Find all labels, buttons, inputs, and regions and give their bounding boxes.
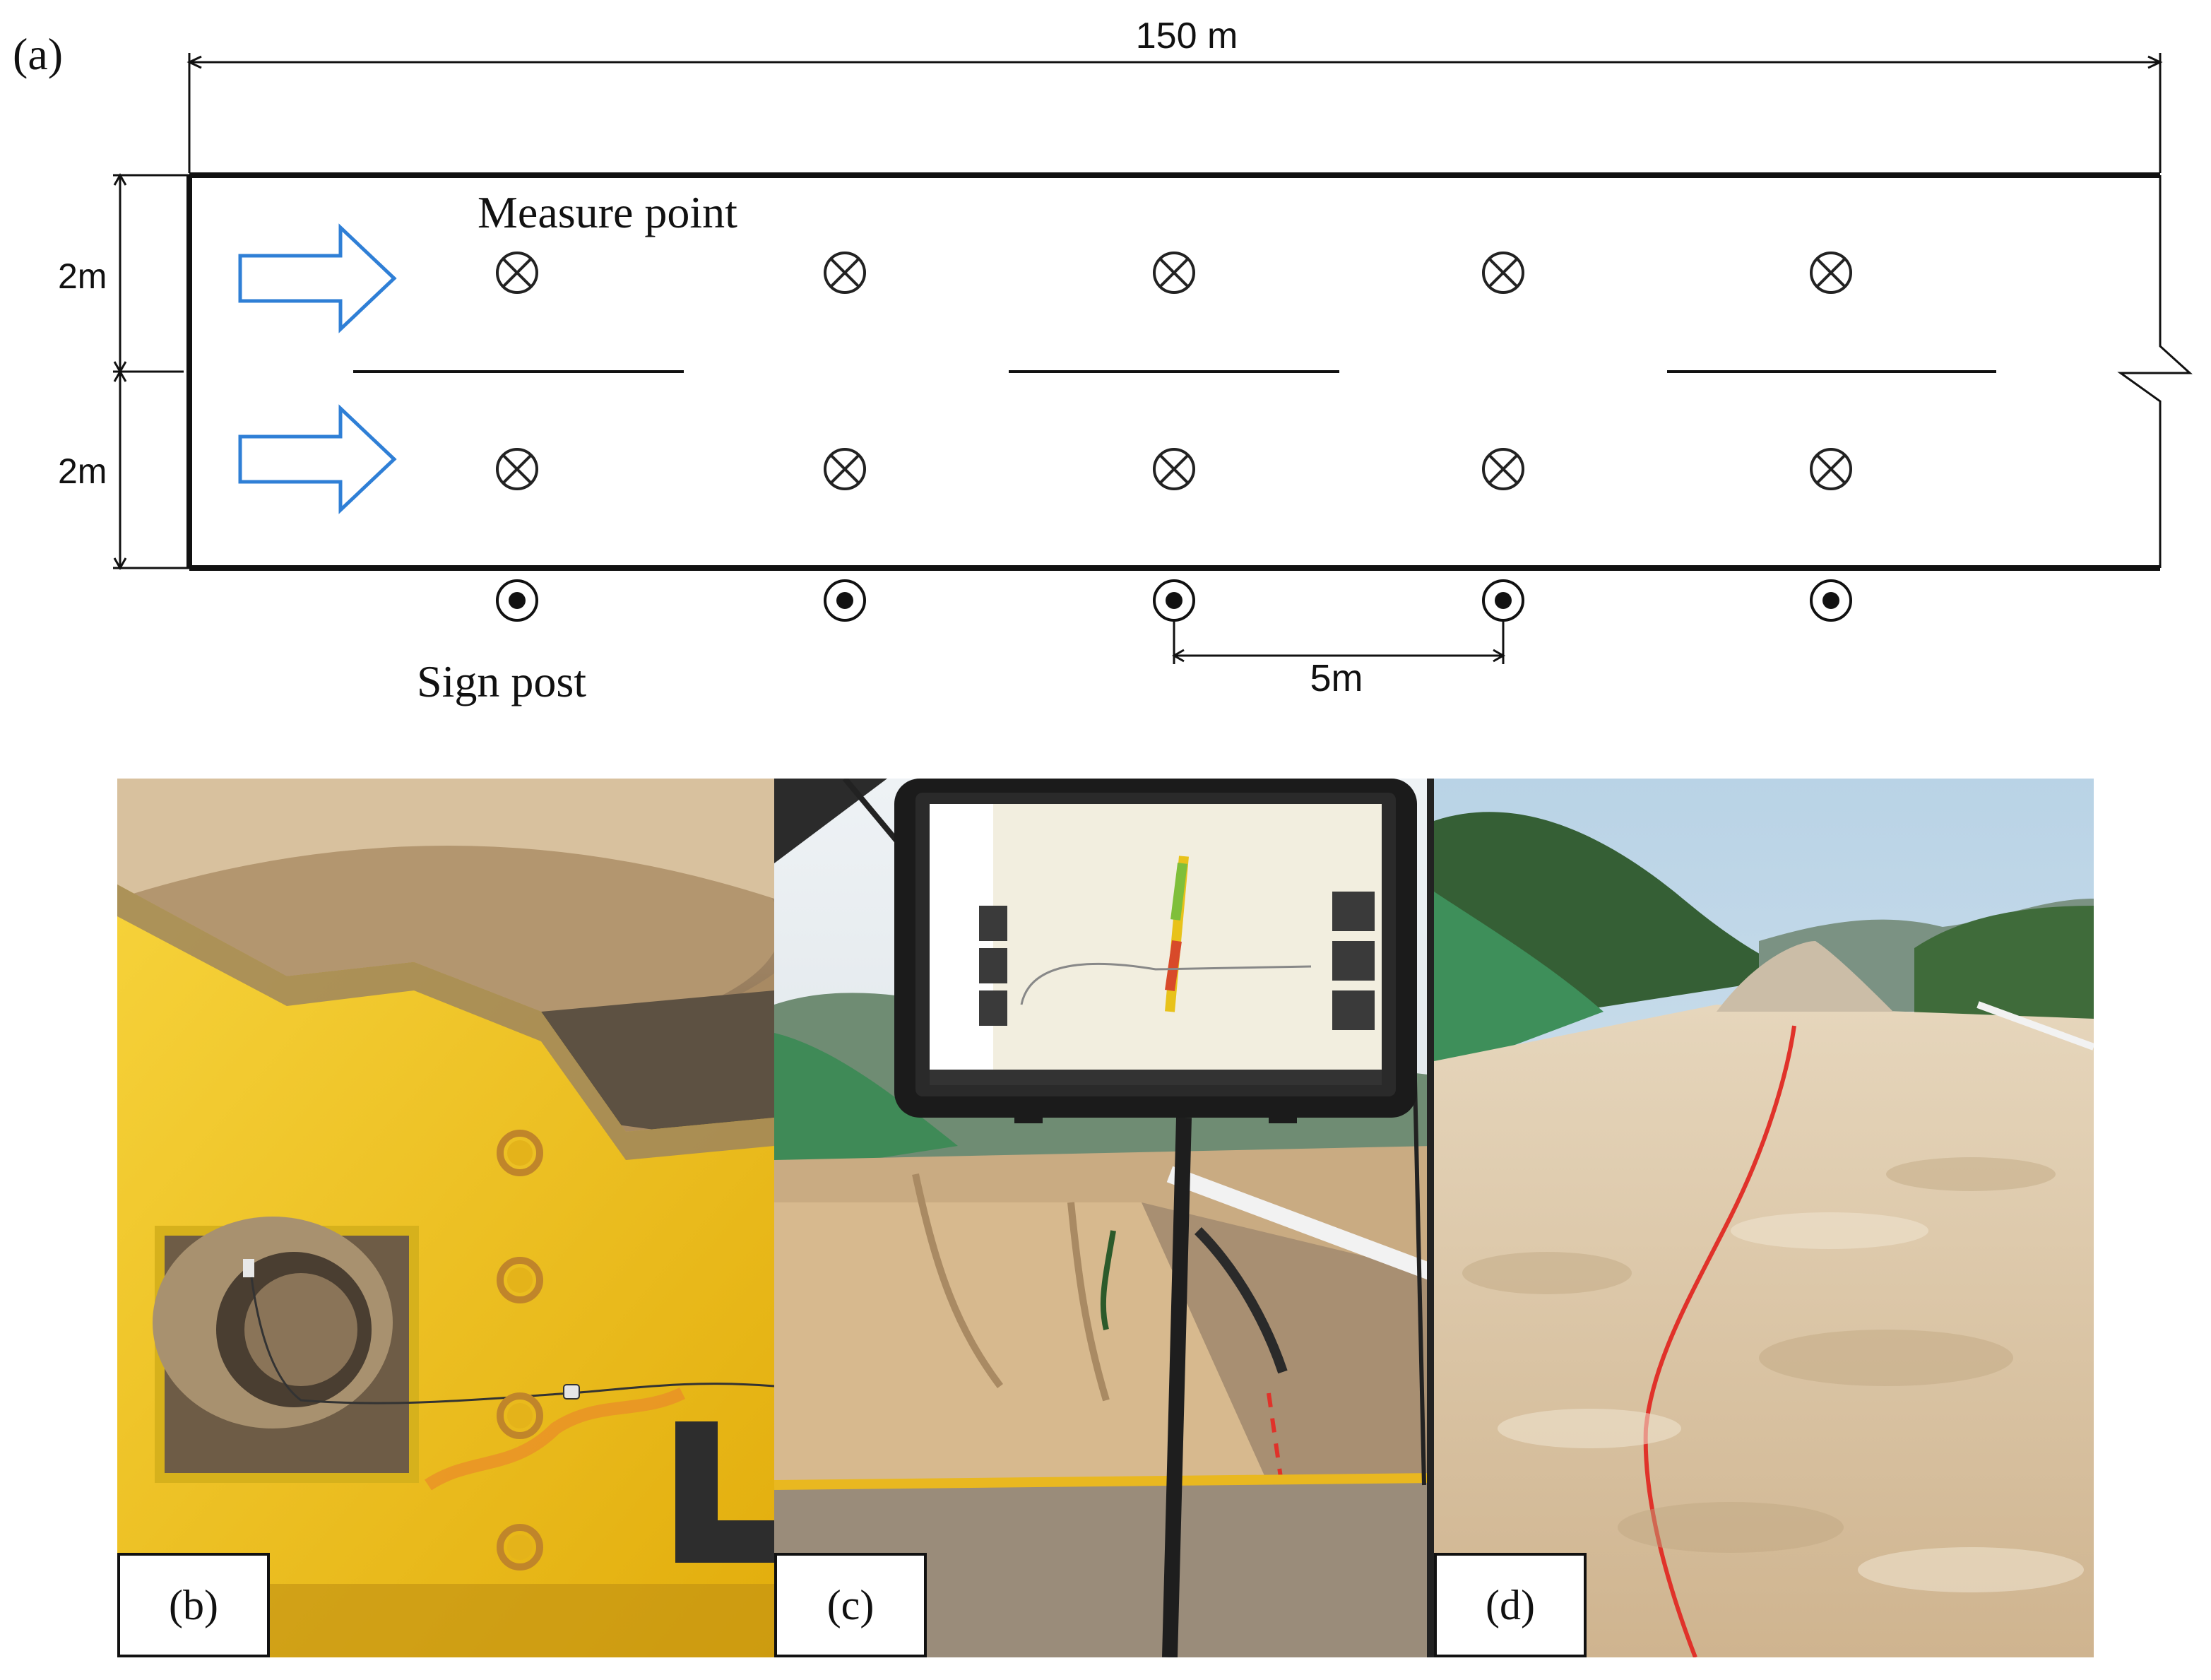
panel-a-label: (a) (13, 29, 63, 79)
lane-width-dimension (113, 172, 189, 571)
panel-c-label: (c) (774, 1553, 927, 1657)
cab-tablet-display-photo-icon (774, 779, 1434, 1657)
measure-point-icon (1482, 448, 1524, 490)
sign-posts (496, 579, 1852, 622)
panel-b-label: (b) (117, 1553, 270, 1657)
measure-point-icon (496, 252, 538, 294)
sign-post-icon (496, 579, 538, 622)
measure-point-icon (1153, 252, 1195, 294)
measure-point-icon (824, 252, 866, 294)
sign-post-icon (1810, 579, 1852, 622)
break-symbol (2117, 175, 2193, 568)
measure-points (496, 252, 1852, 490)
arrow-right-icon (238, 404, 397, 514)
arrow-right-icon (238, 223, 397, 333)
photo-compacted-subgrade: (d) (1434, 779, 2094, 1657)
measure-point-icon (496, 448, 538, 490)
measure-point-icon (1482, 252, 1524, 294)
spacing-dimension-label: 5m (1310, 657, 1363, 699)
measure-point-icon (1810, 252, 1852, 294)
measure-point-icon (824, 448, 866, 490)
panel-d-label: (d) (1434, 1553, 1587, 1657)
sign-post-icon (1482, 579, 1524, 622)
spacing-dimension (1171, 622, 1506, 664)
lane-top-width-label: 2m (58, 256, 107, 296)
photo-cab-tablet: (c) (774, 779, 1434, 1657)
measure-point-icon (1810, 448, 1852, 490)
road-outline (186, 172, 2160, 571)
sign-post-icon (824, 579, 866, 622)
length-dimension (186, 53, 2163, 173)
measure-point-icon (1153, 448, 1195, 490)
sign-post-label: Sign post (417, 656, 586, 706)
length-dimension-label: 150 m (1136, 16, 1238, 57)
measure-point-label: Measure point (478, 187, 737, 237)
photo-roller-drum: (b) (117, 779, 774, 1657)
compacted-subgrade-photo-icon (1434, 779, 2094, 1657)
layout-schematic: (a) 150 m 2m 2m Measure point (13, 16, 2193, 706)
lane-bottom-width-label: 2m (58, 451, 107, 491)
direction-arrows (238, 223, 397, 514)
sign-post-icon (1153, 579, 1195, 622)
roller-drum-sensor-photo-icon (117, 779, 774, 1657)
